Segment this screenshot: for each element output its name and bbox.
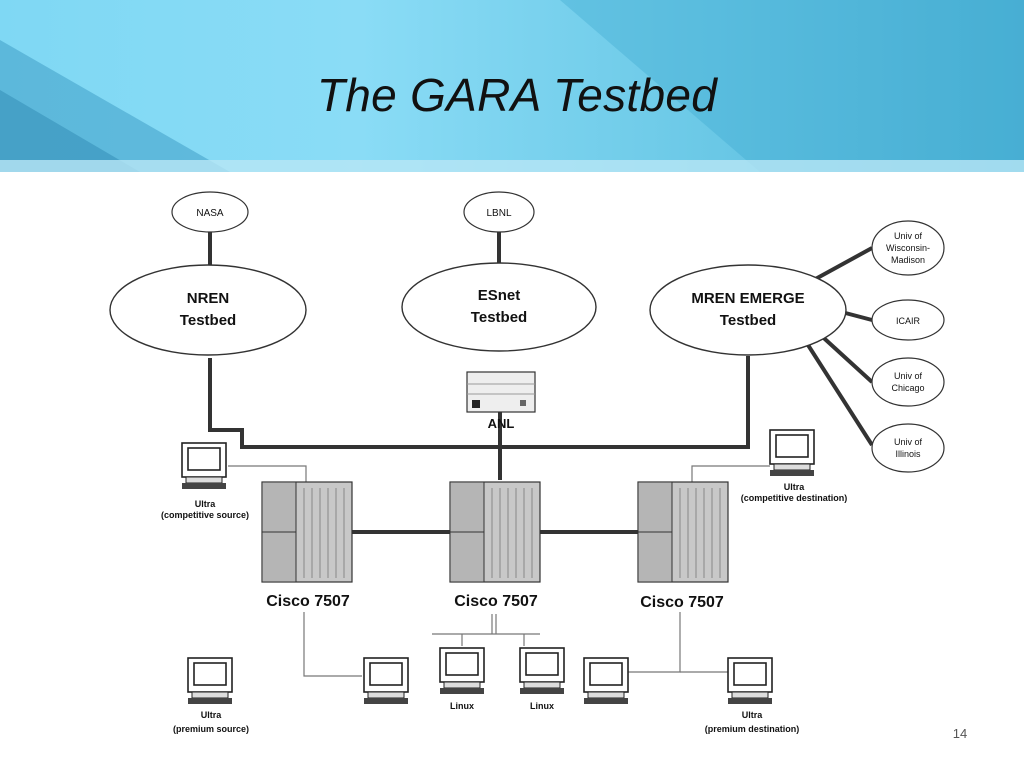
premium-destination-line2: (premium destination) <box>705 724 800 734</box>
workstation-linux-1: Linux <box>439 647 485 711</box>
uchicago-cloud: Univ of Chicago <box>871 357 945 407</box>
icair-label: ICAIR <box>896 316 921 326</box>
mren-label-line1: MREN EMERGE <box>691 290 804 307</box>
esnet-cloud: ESnet Testbed <box>401 262 597 352</box>
anl-label: ANL <box>488 416 515 431</box>
linux-1-label: Linux <box>450 701 474 711</box>
router-right: Cisco 7507 <box>637 481 729 611</box>
mren-label-line2: Testbed <box>720 312 776 329</box>
workstation-competitive-destination: Ultra (competitive destination) <box>741 429 848 503</box>
lan-links <box>228 465 770 677</box>
nren-cloud: NREN Testbed <box>109 264 307 356</box>
workstation-premium-destination-peer <box>583 657 629 705</box>
anl-switch: ANL <box>466 371 536 431</box>
competitive-destination-line2: (competitive destination) <box>741 493 848 503</box>
router-left: Cisco 7507 <box>261 481 353 610</box>
workstation-linux-2: Linux <box>519 647 565 711</box>
backbone-links <box>208 232 874 534</box>
nren-label-line1: NREN <box>187 290 230 307</box>
uw-label-line1: Univ of <box>894 231 923 241</box>
nasa-label: NASA <box>196 208 224 219</box>
nasa-cloud: NASA <box>171 191 249 233</box>
uchicago-label-line2: Chicago <box>891 383 924 393</box>
workstation-premium-source: Ultra (premium source) <box>173 657 249 734</box>
uillinois-cloud: Univ of Illinois <box>871 423 945 473</box>
uillinois-label-line2: Illinois <box>895 449 921 459</box>
esnet-label-line1: ESnet <box>478 287 521 304</box>
slide-title: The GARA Testbed <box>316 69 718 121</box>
linux-2-label: Linux <box>530 701 554 711</box>
header-swoosh <box>0 0 1024 172</box>
router-left-label: Cisco 7507 <box>266 593 350 610</box>
nren-label-line2: Testbed <box>180 312 236 329</box>
icair-cloud: ICAIR <box>871 299 945 341</box>
workstation-premium-source-peer <box>363 657 409 705</box>
slide-header <box>0 0 1024 172</box>
router-right-label: Cisco 7507 <box>640 594 724 611</box>
router-center-label: Cisco 7507 <box>454 593 538 610</box>
uw-label-line2: Wisconsin- <box>886 243 930 253</box>
workstation-competitive-source: Ultra (competitive source) <box>161 442 249 520</box>
router-center: Cisco 7507 <box>449 481 541 610</box>
premium-source-line1: Ultra <box>201 710 222 720</box>
lbnl-cloud: LBNL <box>463 191 535 233</box>
premium-destination-line1: Ultra <box>742 710 763 720</box>
slide-number: 14 <box>952 726 968 741</box>
premium-source-line2: (premium source) <box>173 724 249 734</box>
uw-label-line3: Madison <box>891 255 925 265</box>
competitive-destination-line1: Ultra <box>784 482 805 492</box>
uchicago-label-line1: Univ of <box>894 371 923 381</box>
competitive-source-line1: Ultra <box>195 499 216 509</box>
esnet-label-line2: Testbed <box>471 309 527 326</box>
workstation-premium-destination: Ultra (premium destination) <box>705 657 800 734</box>
uw-madison-cloud: Univ of Wisconsin- Madison <box>871 220 945 276</box>
mren-cloud: MREN EMERGE Testbed <box>649 264 847 356</box>
uillinois-label-line1: Univ of <box>894 437 923 447</box>
lbnl-label: LBNL <box>486 208 511 219</box>
competitive-source-line2: (competitive source) <box>161 510 249 520</box>
